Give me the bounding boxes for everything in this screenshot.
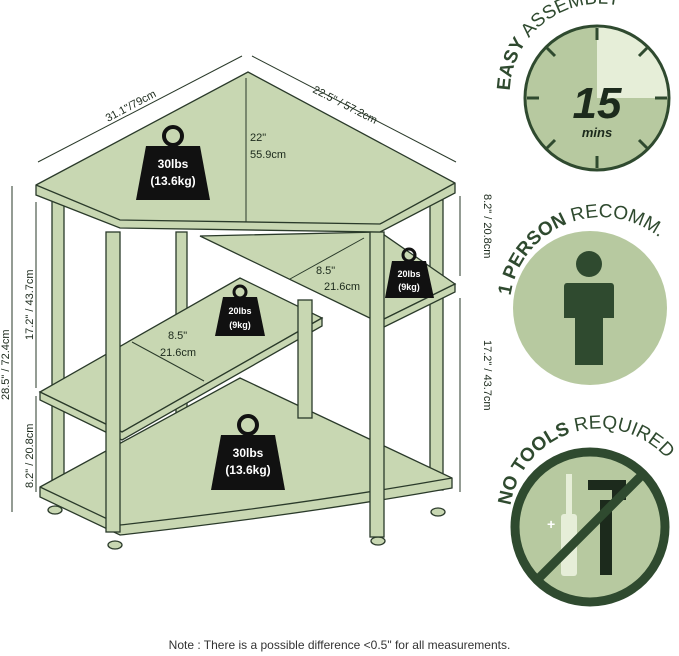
dimension-lines (11, 55, 461, 512)
leg-front-left (105, 231, 121, 533)
dim-shelf-depth-right-in: 8.5" (316, 265, 335, 277)
weight-icon-left: 20lbs (9kg) (215, 284, 265, 336)
svg-text:30lbs: 30lbs (158, 157, 189, 171)
prohibited-icon (510, 447, 670, 607)
leg-front-mid (297, 299, 313, 419)
dim-total-height: 28.5" / 72.4cm (0, 329, 12, 400)
svg-text:(9kg): (9kg) (398, 282, 420, 292)
leg-back-left (51, 194, 65, 491)
foot (47, 505, 63, 515)
one-person-badge: 1 PERSON RECOMM. (495, 201, 669, 385)
svg-text:+: + (547, 516, 555, 532)
dim-top-left-edge: 31.1"/79cm (104, 88, 158, 125)
svg-text:(13.6kg): (13.6kg) (150, 174, 195, 188)
dim-shelf-depth-left-in: 8.5" (168, 330, 187, 342)
dim-top-depth-in: 22" (250, 132, 266, 144)
foot (107, 540, 123, 550)
badge-easy-word: EASY (494, 34, 531, 92)
weight-icon-right: 20lbs (9kg) (385, 247, 434, 298)
dim-top-depth-cm: 55.9cm (250, 149, 286, 161)
dim-shelf-depth-left-cm: 21.6cm (160, 347, 196, 359)
dim-left-lower-gap: 8.2" / 20.8cm (24, 424, 36, 488)
svg-text:(9kg): (9kg) (229, 320, 251, 330)
dim-left-upper-gap: 17.2" / 43.7cm (24, 269, 36, 340)
easy-assembly-badge: EASY ASSEMBLY 15 mins (494, 0, 671, 172)
no-tools-badge: NO TOOLS REQUIRED + (495, 412, 678, 607)
dim-shelf-depth-right-cm: 21.6cm (324, 281, 360, 293)
weight-icon-top: 30lbs (13.6kg) (136, 125, 210, 200)
svg-text:20lbs: 20lbs (397, 269, 420, 279)
person-icon (564, 251, 614, 365)
foot (370, 536, 386, 546)
svg-text:30lbs: 30lbs (233, 446, 264, 460)
leg-back-right (429, 199, 444, 491)
assembly-minutes-number: 15 (573, 79, 622, 128)
leg-front-right (369, 231, 385, 538)
svg-text:(13.6kg): (13.6kg) (225, 463, 270, 477)
dim-right-lower-gap: 17.2" / 43.7cm (481, 340, 493, 411)
foot (430, 507, 446, 517)
measurement-note: Note : There is a possible difference <0… (168, 638, 511, 652)
weight-icon-bottom: 30lbs (13.6kg) (211, 414, 285, 490)
dim-right-top-gap: 8.2" / 20.8cm (481, 194, 493, 258)
tools-icon: + (547, 474, 626, 576)
svg-text:20lbs: 20lbs (228, 306, 251, 316)
assembly-minutes-unit: mins (582, 125, 612, 140)
